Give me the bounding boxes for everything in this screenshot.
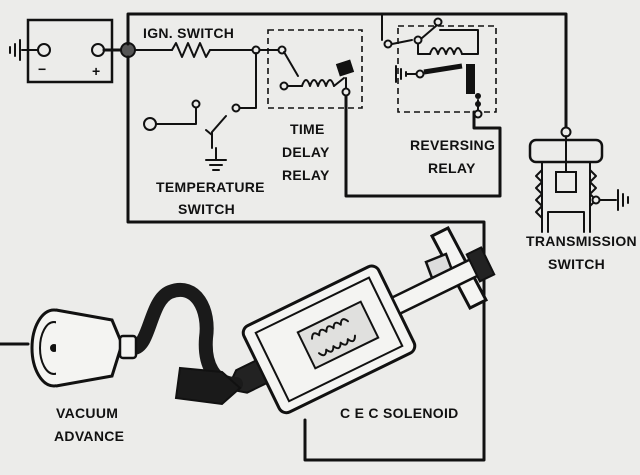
battery: − + [9,18,124,84]
time-delay-label-line3: RELAY [282,167,330,183]
cec-solenoid-label: C E C SOLENOID [340,405,459,421]
transmission-switch-label-line1: TRANSMISSION [526,233,637,249]
cec-solenoid: C E C SOLENOID [226,246,496,421]
reversing-relay-box [397,25,497,113]
transmission-ground-icon [617,189,629,211]
vacuum-advance-label-line2: ADVANCE [54,428,124,444]
solenoid-feed-wire [126,55,486,462]
battery-minus-sign: − [38,61,46,77]
battery-positive-terminal [91,43,105,57]
time-delay-coil-icon [301,79,335,87]
time-delay-label-line2: DELAY [282,144,330,160]
temperature-ground-icon [205,159,227,171]
ignition-switch: IGN. SWITCH [134,25,261,58]
ign-switch-label: IGN. SWITCH [143,25,234,41]
supply-wire [126,12,568,130]
reversing-relay: REVERSING RELAY [381,13,497,176]
transmission-switch: TRANSMISSION SWITCH [526,135,637,272]
time-delay-relay-box [267,29,363,109]
resistor-icon [171,42,211,58]
temperature-switch: TEMPERATURE SWITCH [143,52,265,217]
transmission-switch-label-line2: SWITCH [548,256,605,272]
reversing-relay-label-line1: REVERSING [410,137,495,153]
battery-negative-terminal [37,43,51,57]
reversing-relay-label-line2: RELAY [428,160,476,176]
time-delay-relay: TIME DELAY RELAY [259,29,363,183]
battery-ground-icon [9,39,21,61]
vacuum-advance: VACUUM ADVANCE [0,308,138,444]
relay-link-wire [344,94,502,198]
battery-plus-sign: + [92,63,100,79]
vacuum-advance-label-line1: VACUUM [56,405,118,421]
temperature-switch-label-line2: SWITCH [178,201,235,217]
temperature-switch-label-line1: TEMPERATURE [156,179,265,195]
vacuum-hose [127,283,243,391]
reversing-coil-icon [429,47,463,55]
time-delay-label-line1: TIME [290,121,325,137]
